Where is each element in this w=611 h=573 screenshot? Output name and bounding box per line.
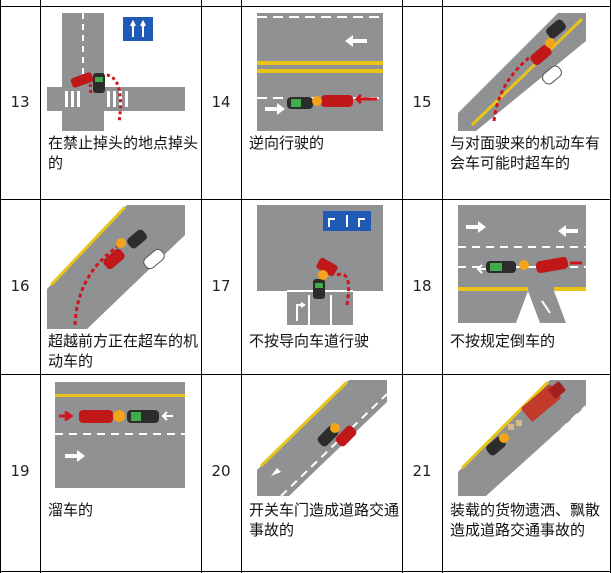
u-turn-scene-icon <box>47 13 185 131</box>
row-number: 15 <box>412 93 432 111</box>
table-border-left <box>0 0 1 573</box>
wrong-way-scene-icon <box>257 13 383 131</box>
rolling-car-scene-icon <box>55 382 185 488</box>
row-number: 19 <box>10 462 30 480</box>
table-border-bottom <box>0 571 611 572</box>
row-number: 16 <box>10 277 30 295</box>
table-divider <box>402 0 403 573</box>
spilled-cargo-scene-icon <box>458 380 586 496</box>
table-divider <box>241 0 242 573</box>
violation-caption: 不按导向车道行驶 <box>249 332 370 350</box>
violation-caption: 不按规定倒车的 <box>450 332 556 350</box>
violation-caption: 与对面驶来的机动车有会车可能时超车的 <box>450 134 601 172</box>
table-divider <box>442 0 443 573</box>
car-door-accident-scene-icon <box>257 380 387 496</box>
table-divider <box>0 374 611 375</box>
row-number: 21 <box>412 462 432 480</box>
violation-caption: 溜车的 <box>48 501 94 519</box>
violation-caption: 逆向行驶的 <box>249 134 325 152</box>
row-number: 18 <box>412 277 432 295</box>
violation-caption: 装载的货物遗洒、飘散造成道路交通事故的 <box>450 501 601 539</box>
violation-caption: 开关车门造成道路交通事故的 <box>249 501 400 539</box>
violation-caption: 在禁止掉头的地点掉头的 <box>48 134 199 172</box>
table-divider <box>0 199 611 200</box>
table-divider <box>0 6 611 7</box>
violation-caption: 超越前方正在超车的机动车的 <box>48 332 199 370</box>
guide-lane-violation-scene-icon <box>257 205 383 325</box>
table-divider <box>40 0 41 573</box>
overtake-overtaking-car-scene-icon <box>47 205 185 329</box>
row-number: 20 <box>211 462 231 480</box>
row-number: 13 <box>10 93 30 111</box>
row-number: 14 <box>211 93 231 111</box>
improper-reversing-scene-icon <box>458 205 586 323</box>
oncoming-overtake-scene-icon <box>458 13 586 131</box>
row-number: 17 <box>211 277 231 295</box>
table-divider <box>201 0 202 573</box>
